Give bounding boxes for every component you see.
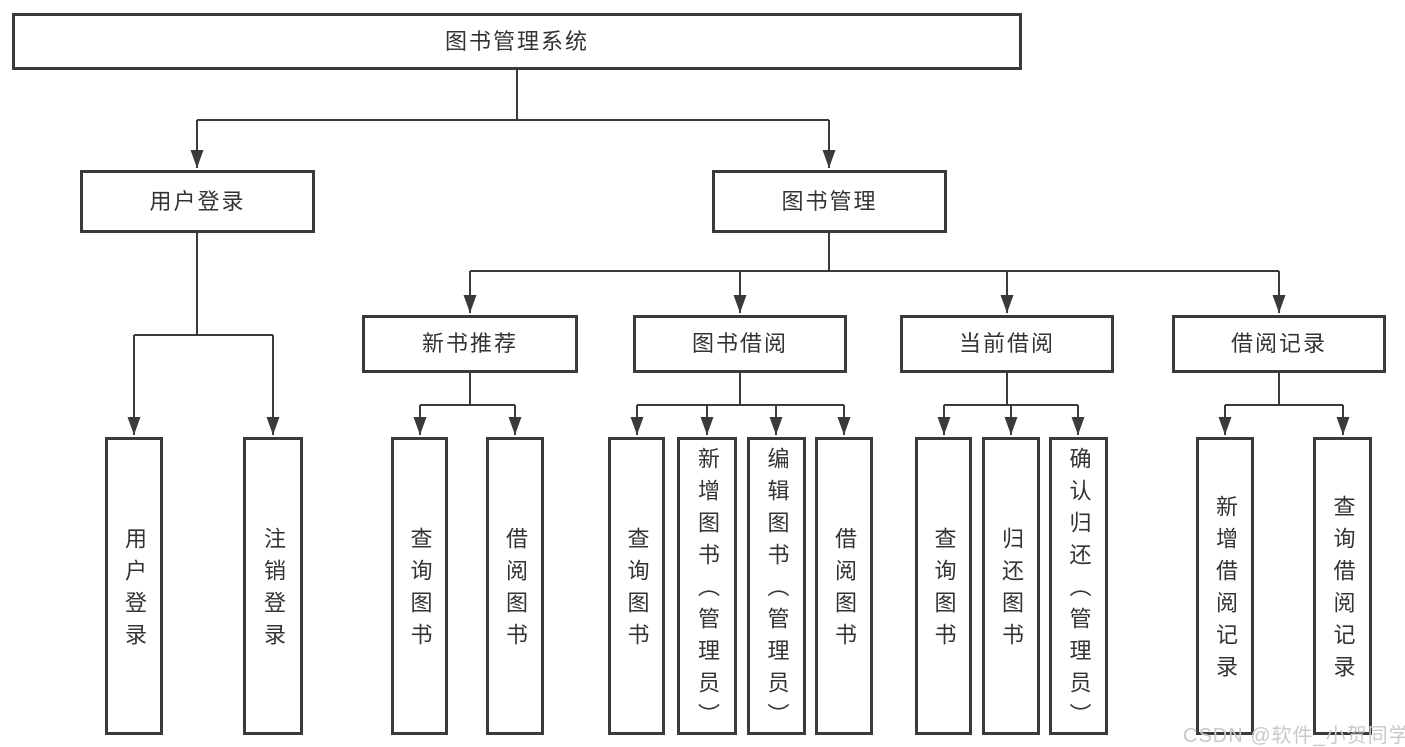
leaf-return-book: 归还图书 (982, 437, 1040, 735)
leaf-label: 编辑图书（管理员） (764, 447, 790, 735)
leaf-query-books-2: 查询图书 (608, 437, 665, 735)
node-borrowing-records: 借阅记录 (1172, 315, 1386, 373)
leaf-label: 注销登录 (261, 527, 286, 655)
leaf-label: 查询图书 (407, 527, 433, 655)
leaf-logout: 注销登录 (243, 437, 303, 735)
leaf-query-borrow-record: 查询借阅记录 (1313, 437, 1372, 735)
leaf-query-books-3: 查询图书 (915, 437, 972, 735)
node-new-book-recommendation: 新书推荐 (362, 315, 578, 373)
csdn-watermark: CSDN @软件_小贺同学 (1183, 725, 1405, 747)
leaf-add-book-admin: 新增图书（管理员） (677, 437, 737, 735)
leaf-label: 查询借阅记录 (1330, 495, 1356, 687)
leaf-edit-book-admin: 编辑图书（管理员） (747, 437, 806, 735)
node-label: 借阅记录 (1230, 331, 1327, 356)
node-label: 新书推荐 (421, 331, 518, 356)
node-label: 当前借阅 (958, 331, 1055, 356)
node-label: 图书借阅 (691, 331, 788, 356)
leaf-label: 查询图书 (624, 527, 650, 655)
leaf-confirm-return-admin: 确认归还（管理员） (1049, 437, 1108, 735)
leaf-label: 新增借阅记录 (1213, 495, 1238, 687)
leaf-query-books-1: 查询图书 (391, 437, 448, 735)
leaf-label: 借阅图书 (832, 527, 857, 655)
node-library-system: 图书管理系统 (12, 13, 1022, 70)
leaf-label: 归还图书 (999, 527, 1024, 655)
leaf-add-borrow-record: 新增借阅记录 (1196, 437, 1254, 735)
node-book-borrowing: 图书借阅 (633, 315, 847, 373)
node-book-management: 图书管理 (712, 170, 947, 233)
node-label: 图书管理 (781, 188, 878, 214)
leaf-label: 确认归还（管理员） (1066, 447, 1092, 735)
leaf-label: 查询图书 (931, 527, 957, 655)
leaf-label: 新增图书（管理员） (695, 447, 720, 735)
leaf-label: 用户登录 (122, 527, 147, 655)
leaf-user-login: 用户登录 (105, 437, 163, 735)
leaf-label: 借阅图书 (503, 527, 528, 655)
node-user-login: 用户登录 (80, 170, 315, 233)
node-label: 图书管理系统 (444, 28, 589, 54)
node-label: 用户登录 (149, 188, 246, 214)
leaf-borrow-books-1: 借阅图书 (486, 437, 544, 735)
leaf-borrow-books-2: 借阅图书 (815, 437, 873, 735)
node-current-borrowing: 当前借阅 (900, 315, 1114, 373)
